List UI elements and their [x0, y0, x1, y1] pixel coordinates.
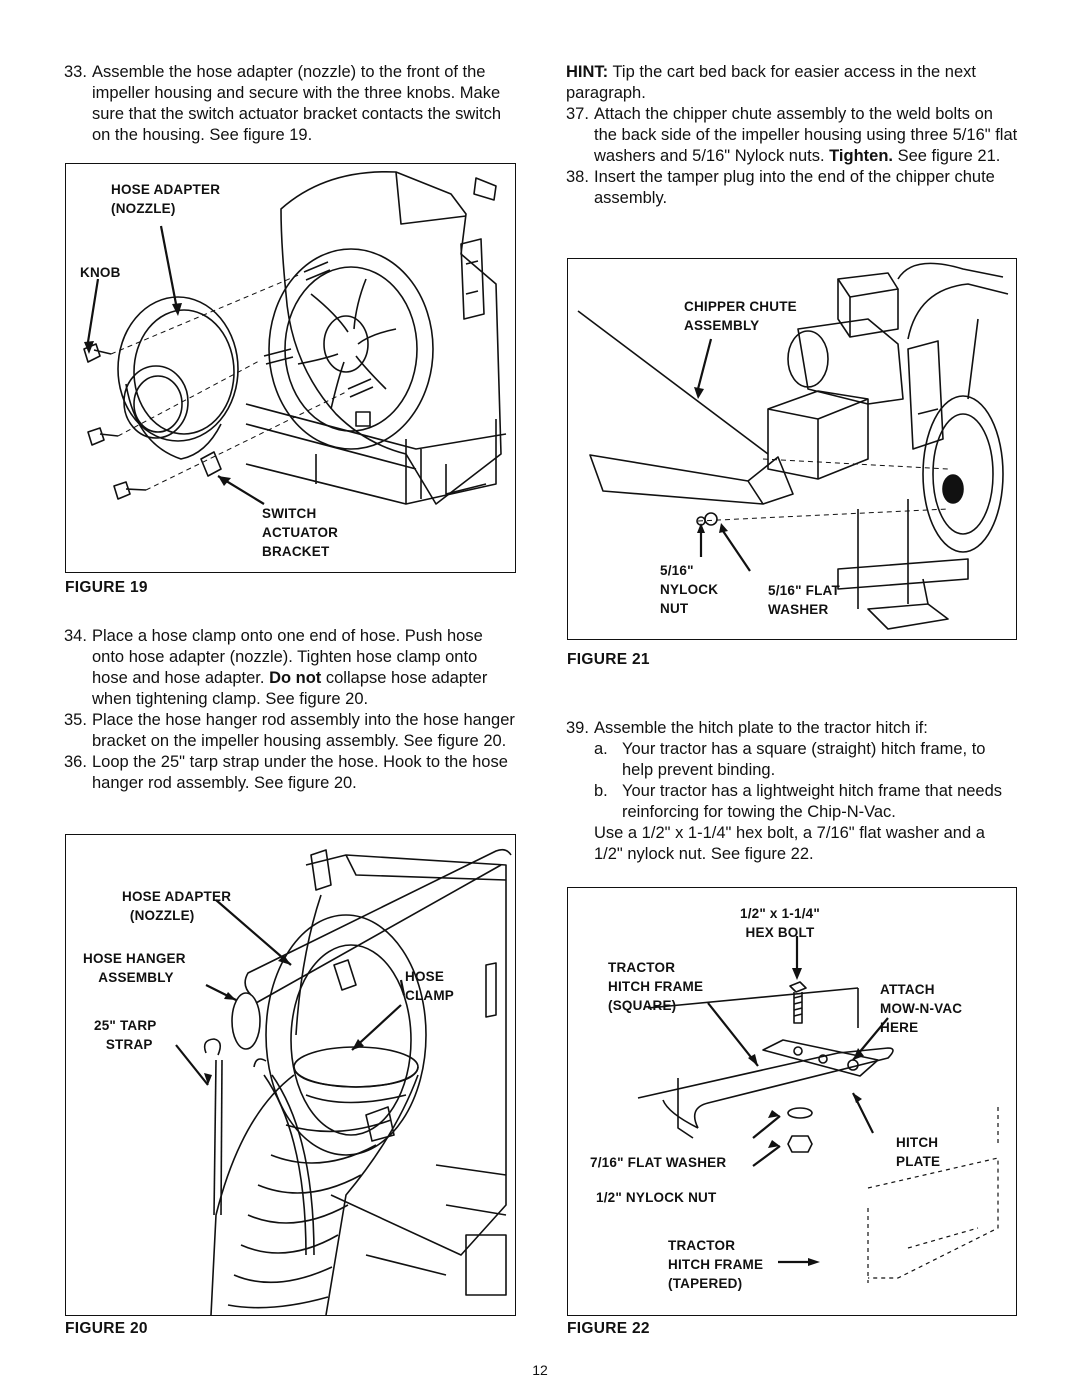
label-flat-washer: 5/16" FLAT WASHER	[768, 583, 840, 617]
label-hitch-plate: HITCH PLATE	[896, 1135, 941, 1169]
right-column-top: HINT: Tip the cart bed back for easier a…	[566, 62, 1018, 209]
label-knob: KNOB	[80, 265, 121, 280]
right-column-mid: 39. Assemble the hitch plate to the trac…	[566, 718, 1018, 865]
step-39c: Use a 1/2" x 1-1/4" hex bolt, a 7/16" fl…	[594, 824, 985, 863]
left-column-top: 33. Assemble the hose adapter (nozzle) t…	[64, 62, 516, 146]
step-34: 34. Place a hose clamp onto one end of h…	[64, 627, 488, 708]
figure-19-caption: FIGURE 19	[65, 579, 148, 596]
step-37: 37. Attach the chipper chute assembly to…	[566, 105, 1018, 165]
figure-21-caption: FIGURE 21	[567, 651, 650, 668]
label-hose-adapter-nozzle: HOSE ADAPTER (NOZZLE)	[111, 182, 221, 216]
label-hose-hanger-assembly: HOSE HANGER ASSEMBLY	[83, 951, 186, 985]
figure-22: 1/2" x 1-1/4" HEX BOLT TRACTOR HITCH FRA…	[567, 887, 1017, 1316]
figure-22-illustration	[637, 936, 999, 1283]
label-hex-bolt: 1/2" x 1-1/4" HEX BOLT	[740, 906, 820, 940]
label-flat-washer: 7/16" FLAT WASHER	[590, 1155, 727, 1170]
step-36: 36. Loop the 25" tarp strap under the ho…	[64, 753, 508, 792]
step-35: 35. Place the hose hanger rod assembly i…	[64, 711, 515, 750]
label-nylock-nut: 1/2" NYLOCK NUT	[596, 1190, 717, 1205]
figure-20-illustration	[175, 848, 512, 1315]
step-39: 39. Assemble the hitch plate to the trac…	[566, 719, 928, 737]
step-33: 33. Assemble the hose adapter (nozzle) t…	[64, 63, 502, 144]
step-39b: b. Your tractor has a lightweight hitch …	[594, 782, 1003, 821]
label-tarp-strap: 25" TARP STRAP	[94, 1018, 157, 1052]
label-chipper-chute-assembly: CHIPPER CHUTE ASSEMBLY	[684, 299, 797, 333]
label-hose-clamp: HOSE CLAMP	[405, 969, 454, 1003]
label-attach-mow-n-vac-here: ATTACH MOW-N-VAC HERE	[880, 982, 963, 1035]
label-tractor-hitch-frame-tapered: TRACTOR HITCH FRAME (TAPERED)	[668, 1238, 764, 1291]
figure-21-illustration	[577, 262, 1009, 630]
step-38: 38. Insert the tamper plug into the end …	[566, 168, 995, 207]
figure-20-caption: FIGURE 20	[65, 1320, 148, 1337]
figure-19: HOSE ADAPTER (NOZZLE) KNOB SWITCH ACTUAT…	[65, 163, 516, 573]
label-tractor-hitch-frame-square: TRACTOR HITCH FRAME (SQUARE)	[608, 960, 704, 1013]
step-39a: a. Your tractor has a square (straight) …	[594, 740, 986, 779]
figure-20: HOSE ADAPTER (NOZZLE) HOSE HANGER ASSEMB…	[65, 834, 516, 1316]
label-switch-actuator-bracket: SWITCH ACTUATOR BRACKET	[262, 506, 339, 559]
label-hose-adapter-nozzle: HOSE ADAPTER (NOZZLE)	[122, 889, 232, 923]
figure-21: CHIPPER CHUTE ASSEMBLY 5/16" NYLOCK NUT …	[567, 258, 1017, 640]
left-column-mid: 34. Place a hose clamp onto one end of h…	[64, 626, 516, 794]
figure-22-caption: FIGURE 22	[567, 1320, 650, 1337]
hint: HINT: Tip the cart bed back for easier a…	[566, 63, 976, 102]
figure-19-illustration	[83, 170, 507, 505]
label-nylock-nut: 5/16" NYLOCK NUT	[660, 563, 719, 616]
page-number: 12	[532, 1362, 548, 1378]
